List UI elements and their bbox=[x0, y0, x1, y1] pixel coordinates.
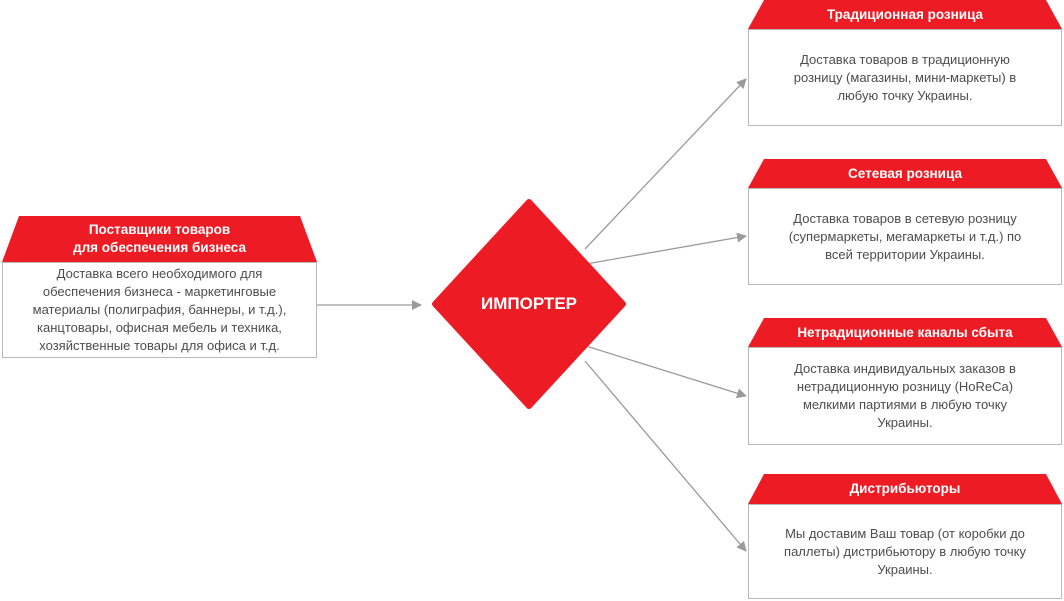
importer-label: ИМПОРТЕР bbox=[481, 294, 577, 313]
channel-card-distributors: Дистрибьюторы Мы доставим Ваш товар (от … bbox=[748, 474, 1062, 599]
channel-card-text: Доставка товаров в традиционную розницу … bbox=[793, 51, 1017, 103]
source-card-header: Поставщики товаров для обеспечения бизне… bbox=[2, 216, 317, 262]
channel-card-header: Традиционная розница bbox=[748, 0, 1062, 29]
arrow-to-distributors bbox=[584, 360, 747, 552]
importer-diamond bbox=[432, 199, 626, 409]
source-card-title: Поставщики товаров для обеспечения бизне… bbox=[73, 222, 246, 255]
channel-card-body: Мы доставим Ваш товар (от коробки до пал… bbox=[748, 504, 1062, 599]
channel-card-title: Традиционная розница bbox=[826, 6, 984, 22]
channel-card-body: Доставка товаров в традиционную розницу … bbox=[748, 29, 1062, 126]
channel-card-title: Нетрадиционные каналы сбыта bbox=[797, 324, 1013, 340]
header-tab-shape bbox=[748, 474, 1062, 504]
header-tab-shape bbox=[748, 159, 1062, 188]
channel-card-header: Дистрибьюторы bbox=[748, 474, 1062, 504]
source-card: Поставщики товаров для обеспечения бизне… bbox=[2, 216, 317, 358]
channel-card-header: Нетрадиционные каналы сбыта bbox=[748, 318, 1062, 347]
source-card-text: Доставка всего необходимого для обеспече… bbox=[32, 266, 287, 353]
channel-card-body: Доставка индивидуальных заказов в нетрад… bbox=[748, 347, 1062, 445]
channel-card-chain-retail: Сетевая розница Доставка товаров в сетев… bbox=[748, 159, 1062, 285]
channel-card-traditional-retail: Традиционная розница Доставка товаров в … bbox=[748, 0, 1062, 126]
channel-card-text: Мы доставим Ваш товар (от коробки до пал… bbox=[784, 525, 1026, 577]
channel-card-title: Сетевая розница bbox=[848, 165, 962, 181]
arrow-to-nontraditional-channels bbox=[585, 345, 747, 399]
arrow-to-chain-retail bbox=[585, 232, 747, 265]
channel-card-text: Доставка индивидуальных заказов в нетрад… bbox=[794, 361, 1016, 430]
arrow-to-traditional-retail bbox=[584, 78, 747, 250]
channel-card-body: Доставка товаров в сетевую розницу (супе… bbox=[748, 188, 1062, 285]
source-card-body: Доставка всего необходимого для обеспече… bbox=[2, 262, 317, 358]
header-tab-shape bbox=[748, 0, 1062, 29]
header-tab-shape bbox=[2, 216, 317, 262]
channel-card-text: Доставка товаров в сетевую розницу (супе… bbox=[788, 210, 1022, 262]
header-tab-shape bbox=[748, 318, 1062, 347]
channel-card-header: Сетевая розница bbox=[748, 159, 1062, 188]
channel-card-title: Дистрибьюторы bbox=[849, 481, 961, 496]
channel-card-nontraditional-channels: Нетрадиционные каналы сбыта Доставка инд… bbox=[748, 318, 1062, 445]
